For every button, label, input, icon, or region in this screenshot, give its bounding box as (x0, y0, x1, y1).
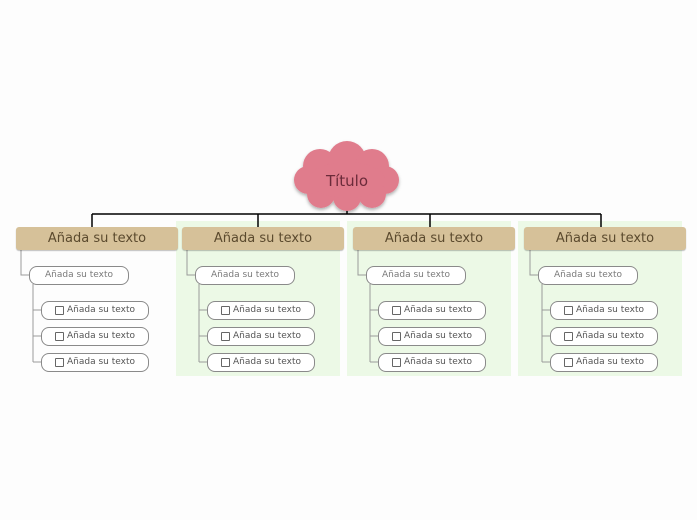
task-label: Añada su texto (67, 357, 135, 367)
checkbox-icon[interactable] (564, 332, 573, 341)
checkbox-icon[interactable] (55, 358, 64, 367)
task-label: Añada su texto (576, 357, 644, 367)
checkbox-icon[interactable] (55, 332, 64, 341)
task-node-2-1[interactable]: Añada su texto (207, 301, 315, 320)
task-label: Añada su texto (233, 357, 301, 367)
task-node-1-3[interactable]: Añada su texto (41, 353, 149, 372)
task-node-2-3[interactable]: Añada su texto (207, 353, 315, 372)
task-label: Añada su texto (576, 305, 644, 315)
task-node-3-3[interactable]: Añada su texto (378, 353, 486, 372)
subtopic-node-4[interactable]: Añada su texto (538, 266, 638, 285)
cloud-icon (294, 141, 399, 211)
task-node-4-2[interactable]: Añada su texto (550, 327, 658, 346)
task-label: Añada su texto (233, 305, 301, 315)
checkbox-icon[interactable] (392, 306, 401, 315)
topic-node-1[interactable]: Añada su texto (16, 227, 178, 250)
task-node-3-2[interactable]: Añada su texto (378, 327, 486, 346)
subtopic-node-1[interactable]: Añada su texto (29, 266, 129, 285)
checkbox-icon[interactable] (55, 306, 64, 315)
task-label: Añada su texto (67, 331, 135, 341)
task-node-1-1[interactable]: Añada su texto (41, 301, 149, 320)
checkbox-icon[interactable] (392, 332, 401, 341)
task-label: Añada su texto (404, 305, 472, 315)
col3-task-connectors (369, 284, 378, 363)
task-label: Añada su texto (233, 331, 301, 341)
col1-sub-connector (20, 250, 29, 276)
col2-sub-connector (186, 250, 195, 276)
checkbox-icon[interactable] (392, 358, 401, 367)
task-label: Añada su texto (404, 331, 472, 341)
task-label: Añada su texto (67, 305, 135, 315)
col1-task-connectors (32, 284, 41, 363)
task-node-4-1[interactable]: Añada su texto (550, 301, 658, 320)
subtopic-node-3[interactable]: Añada su texto (366, 266, 466, 285)
task-label: Añada su texto (576, 331, 644, 341)
col2-task-connectors (198, 284, 207, 363)
col4-task-connectors (541, 284, 550, 363)
checkbox-icon[interactable] (221, 306, 230, 315)
checkbox-icon[interactable] (221, 358, 230, 367)
checkbox-icon[interactable] (564, 358, 573, 367)
topic-node-2[interactable]: Añada su texto (182, 227, 344, 250)
topic-node-3[interactable]: Añada su texto (353, 227, 515, 250)
task-node-3-1[interactable]: Añada su texto (378, 301, 486, 320)
task-node-2-2[interactable]: Añada su texto (207, 327, 315, 346)
col3-sub-connector (357, 250, 366, 276)
title-connectors (91, 205, 602, 227)
task-label: Añada su texto (404, 357, 472, 367)
task-node-4-3[interactable]: Añada su texto (550, 353, 658, 372)
checkbox-icon[interactable] (221, 332, 230, 341)
tree-connectors (20, 250, 550, 363)
checkbox-icon[interactable] (564, 306, 573, 315)
col4-sub-connector (529, 250, 538, 276)
topic-node-4[interactable]: Añada su texto (524, 227, 686, 250)
title-node[interactable]: Título (325, 172, 369, 190)
task-node-1-2[interactable]: Añada su texto (41, 327, 149, 346)
subtopic-node-2[interactable]: Añada su texto (195, 266, 295, 285)
